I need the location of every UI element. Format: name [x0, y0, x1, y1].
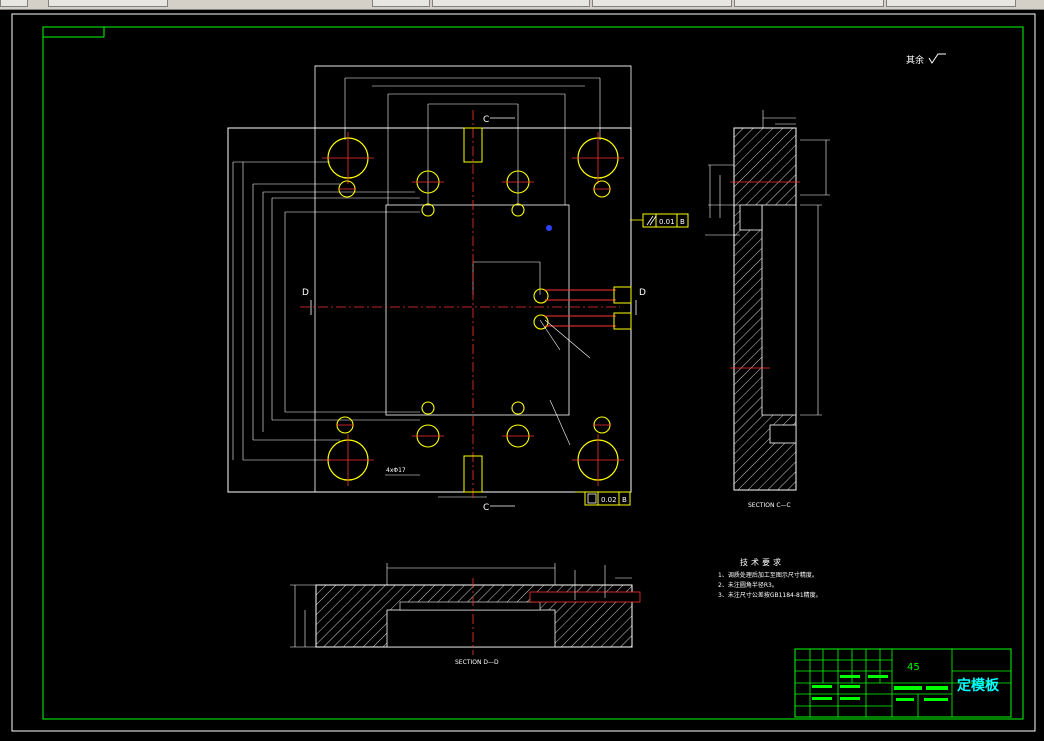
section-c-marker-top: C	[483, 115, 489, 125]
section-dd-view: SECTION D—D	[290, 563, 641, 666]
lineweight-dropdown[interactable]	[734, 0, 884, 7]
slot-top	[463, 127, 483, 163]
toolbar-button[interactable]	[0, 0, 28, 7]
drawing-code-box	[42, 26, 105, 38]
roughness-symbol-icon	[928, 53, 946, 64]
slot-bottom	[463, 455, 483, 493]
datum-marker	[546, 225, 552, 231]
cavity-outline	[385, 204, 570, 416]
cooling-fitting	[613, 286, 632, 304]
tolerance-value-1: 0.01	[659, 218, 675, 226]
tolerance-frame-1: 0.01 B	[630, 213, 689, 228]
part-name: 定模板	[957, 677, 1000, 694]
section-d-marker-right: D	[639, 288, 646, 298]
tech-title: 技术要求	[740, 557, 784, 567]
layer-dropdown[interactable]	[432, 0, 590, 7]
surface-finish-label: 其余	[906, 54, 924, 66]
toolbar-button[interactable]	[372, 0, 430, 7]
linetype-dropdown[interactable]	[592, 0, 732, 7]
pin-hole	[511, 401, 525, 415]
section-dd-caption: SECTION D—D	[455, 659, 499, 666]
pin-hole	[421, 203, 435, 217]
title-block: 45 定模板	[794, 648, 1012, 718]
toolbar-button[interactable]	[48, 0, 168, 7]
hole-note: 4xΦ17	[386, 467, 406, 474]
tech-note-3: 3、未注尺寸公差按GB1184-81精度。	[718, 591, 822, 599]
tech-note-1: 1、调质处理后加工至图示尺寸精度。	[718, 571, 818, 579]
tolerance-datum-2: B	[622, 496, 627, 504]
plotstyle-dropdown[interactable]	[886, 0, 1016, 7]
pin-hole	[511, 203, 525, 217]
technical-requirements: 技术要求 1、调质处理后加工至图示尺寸精度。 2、未注圆角半径R3。 3、未注尺…	[718, 557, 822, 599]
cooling-fitting	[613, 312, 632, 330]
section-cc-view: SECTION C—C	[705, 110, 830, 509]
section-c-marker-bottom: C	[483, 503, 489, 513]
sprue-hole	[533, 314, 549, 330]
pin-hole	[421, 401, 435, 415]
tolerance-value-2: 0.02	[601, 496, 617, 504]
sprue-hole	[533, 288, 549, 304]
tech-note-2: 2、未注圆角半径R3。	[718, 581, 778, 589]
plan-view: C C D D	[227, 65, 689, 513]
tolerance-datum-1: B	[680, 218, 685, 226]
section-cc-caption: SECTION C—C	[748, 502, 791, 509]
cad-drawing-canvas[interactable]: 其余	[0, 9, 1044, 741]
plate-outline	[227, 127, 632, 493]
tolerance-frame-2: 0.02 B	[575, 491, 631, 506]
section-d-marker-left: D	[302, 288, 309, 298]
toolbar-strip	[0, 0, 1044, 10]
material-label: 45	[907, 662, 920, 673]
drawing-outer-frame	[11, 13, 1036, 732]
drawing-inner-frame	[42, 26, 1024, 720]
